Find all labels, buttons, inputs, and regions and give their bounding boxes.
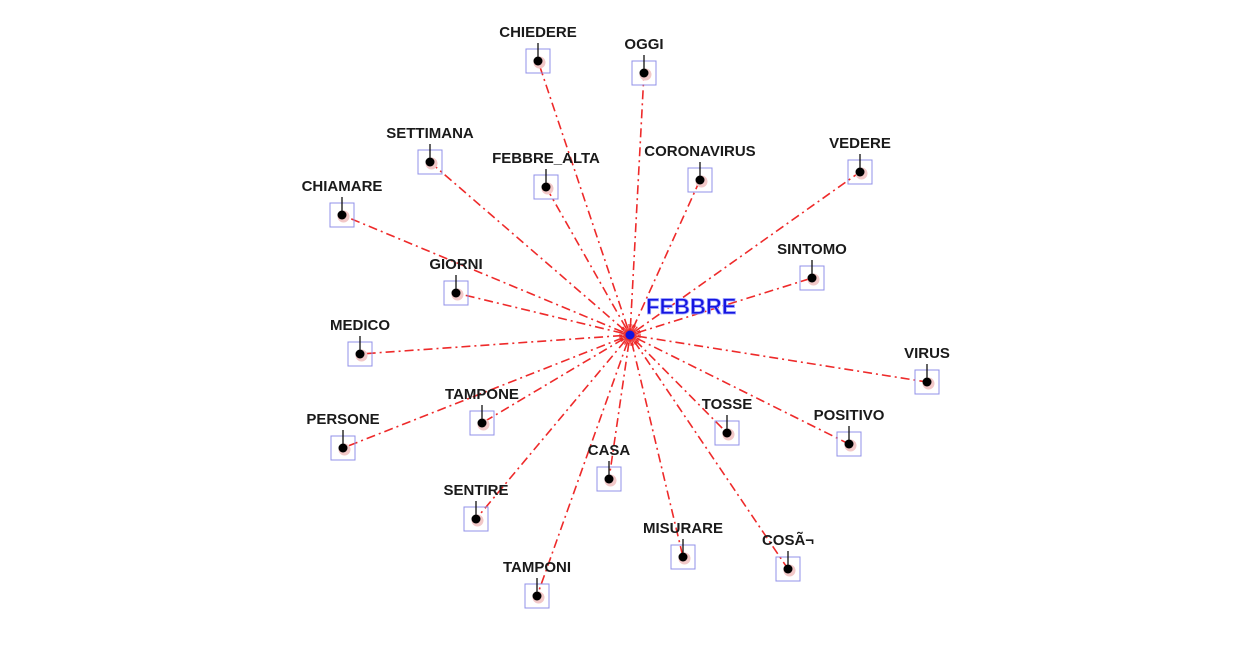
node-dot (533, 56, 543, 66)
node-label: TAMPONI (503, 559, 571, 576)
word-node[interactable]: CHIEDERE (499, 24, 577, 74)
word-node[interactable]: SENTIRE (443, 482, 509, 532)
node-label: CORONAVIRUS (644, 143, 755, 160)
edge-line (455, 292, 623, 334)
node-dot (451, 288, 461, 298)
node-label: OGGI (624, 36, 663, 53)
edge-line (537, 60, 629, 328)
node-label: MEDICO (330, 317, 390, 334)
word-node[interactable]: SETTIMANA (386, 125, 474, 175)
edge-line (633, 341, 789, 570)
edge-line (635, 340, 728, 434)
node-label: SINTOMO (777, 241, 847, 258)
node-label: MISURARE (643, 520, 723, 537)
edge-line (629, 72, 645, 328)
edge-line (536, 342, 629, 597)
edge-line (636, 171, 861, 332)
word-node[interactable]: CASA (588, 442, 631, 492)
node-label: SENTIRE (443, 482, 508, 499)
node-dot (471, 514, 481, 524)
node-dot (337, 210, 347, 220)
word-node[interactable]: FEBBRE_ALTA (492, 150, 600, 200)
word-node[interactable]: MISURARE (643, 520, 723, 570)
edge-line (342, 337, 623, 449)
node-dot (855, 167, 865, 177)
word-node[interactable]: OGGI (624, 36, 664, 86)
node-label: SETTIMANA (386, 125, 474, 142)
center-label[interactable]: FEBBRE (646, 294, 737, 320)
node-label: PERSONE (306, 411, 379, 428)
edge-line (481, 338, 624, 424)
node-label: GIORNI (429, 256, 482, 273)
word-node[interactable]: SINTOMO (777, 241, 847, 291)
node-dot (639, 68, 649, 78)
word-node[interactable]: MEDICO (330, 317, 390, 367)
edge-line (636, 337, 850, 445)
node-label: TAMPONE (445, 386, 519, 403)
word-node[interactable]: COSÃ¬ (762, 531, 814, 582)
node-dot (722, 428, 732, 438)
node-label: CASA (588, 442, 631, 459)
node-dot (678, 552, 688, 562)
node-label: FEBBRE_ALTA (492, 150, 600, 167)
node-label: VEDERE (829, 135, 891, 152)
node-dot (695, 175, 705, 185)
node-dot (477, 418, 487, 428)
edge-line (359, 334, 623, 355)
node-dot (425, 157, 435, 167)
edge-line (545, 186, 627, 329)
word-node[interactable]: TAMPONI (503, 559, 571, 609)
word-node[interactable]: TOSSE (702, 396, 753, 446)
node-dot (922, 377, 932, 387)
word-node[interactable]: CHIAMARE (302, 178, 383, 228)
node-dot (338, 443, 348, 453)
word-node[interactable]: POSITIVO (814, 407, 885, 457)
node-label: VIRUS (904, 345, 950, 362)
edge-line (637, 277, 813, 334)
word-node[interactable]: GIORNI (429, 256, 483, 306)
edge-line (637, 335, 928, 383)
word-node[interactable]: PERSONE (306, 411, 380, 461)
edge-line (475, 340, 626, 520)
edge-line (341, 214, 623, 333)
node-dot (844, 439, 854, 449)
edge-line (632, 179, 701, 329)
node-label: CHIEDERE (499, 24, 577, 41)
word-node[interactable]: VEDERE (829, 135, 891, 185)
node-dot (604, 474, 614, 484)
node-label: TOSSE (702, 396, 753, 413)
edge-line (608, 342, 630, 480)
node-label: POSITIVO (814, 407, 885, 424)
center-dot (625, 330, 635, 340)
node-dot (807, 273, 817, 283)
node-dot (783, 564, 793, 574)
edge-line (429, 161, 625, 331)
word-node[interactable]: CORONAVIRUS (644, 143, 756, 193)
node-dot (541, 182, 551, 192)
word-node[interactable]: VIRUS (904, 345, 950, 395)
node-dot (532, 591, 542, 601)
node-label: CHIAMARE (302, 178, 383, 195)
word-node[interactable]: TAMPONE (445, 386, 519, 436)
node-dot (355, 349, 365, 359)
node-label: COSÃ¬ (762, 531, 814, 549)
